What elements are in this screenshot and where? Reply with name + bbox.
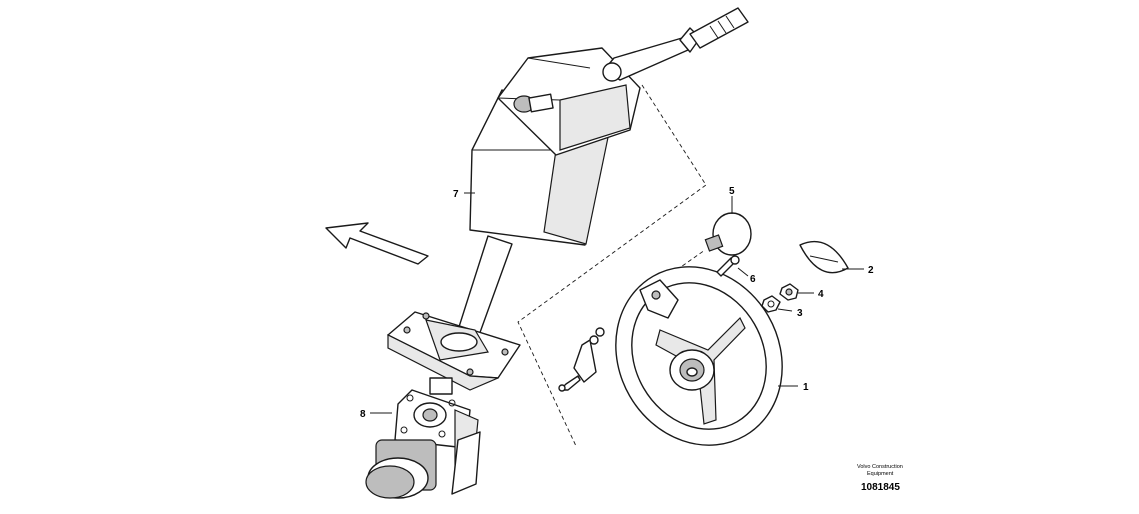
spinner-bracket-part [558,327,605,392]
drawing-number: 1081845 [861,482,900,493]
callout-3: 3 [797,308,803,319]
screw-part [716,255,740,277]
lock-washer-part [761,295,781,313]
brand-line-1: Volvo Construction [857,464,903,470]
horn-cap-part [799,240,849,274]
nut-part [779,283,799,301]
forward-direction-arrow-icon [325,222,429,265]
spinner-knob-part [704,212,752,256]
steering-column-part [387,7,749,395]
steering-wheel-part [615,266,783,446]
callout-8: 8 [360,409,366,420]
callout-7: 7 [453,189,459,200]
brand-line-2: Equipment [867,471,894,477]
leader-lines [370,192,864,414]
callout-4: 4 [818,289,824,300]
callout-2: 2 [868,265,874,276]
callout-5: 5 [729,186,735,197]
callout-1: 1 [803,382,809,393]
callout-6: 6 [750,274,756,285]
steering-valve-part [365,389,481,499]
